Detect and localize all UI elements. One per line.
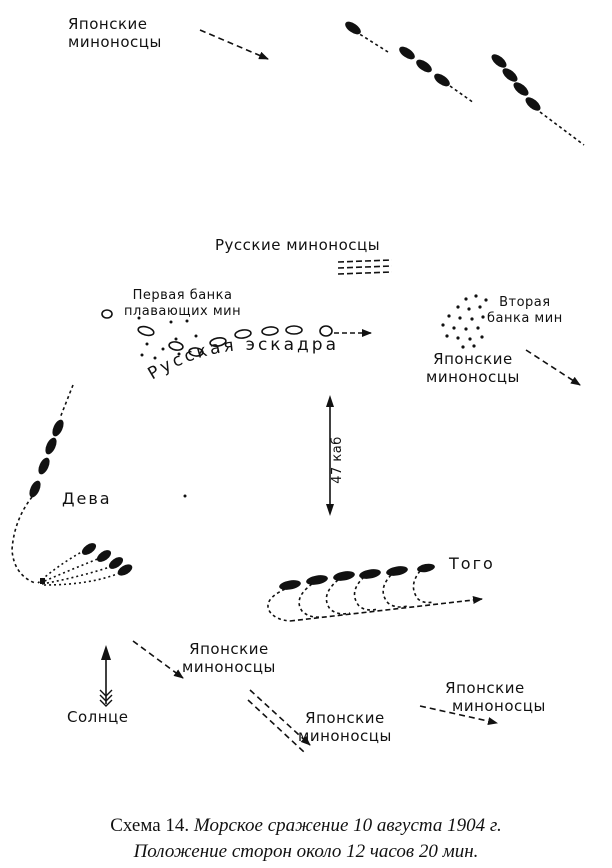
small-dot: [183, 494, 187, 498]
label-line: миноносцы: [182, 658, 276, 676]
jap-tb-1-arrow: [199, 29, 269, 60]
russian-ship: [168, 341, 184, 351]
russian-ship: [234, 329, 252, 339]
caption-line-1: Схема 14. Морское сражение 10 августа 19…: [0, 815, 612, 837]
label-line: миноносцы: [68, 33, 162, 51]
japanese-ship: [333, 571, 355, 581]
japanese-ship: [29, 480, 41, 498]
japanese-ship: [434, 73, 450, 87]
jap-tb-3-arrow: [132, 640, 184, 679]
japanese-ship: [96, 550, 112, 562]
label-russian-squadron-svg: Русская эскадра: [144, 335, 338, 384]
label-russian-torpedo-boats: Русские миноносцы: [215, 236, 381, 254]
label-jap-tb-4: Японские миноносцы: [298, 709, 392, 745]
japanese-ship: [81, 543, 97, 555]
japanese-ship: [513, 82, 529, 96]
label-line: Японские: [433, 350, 513, 368]
label-line: миноносцы: [298, 727, 392, 745]
japanese-ship: [359, 569, 381, 579]
label-sun: Солнце: [67, 708, 129, 726]
japanese-ship: [345, 21, 361, 35]
russian-squadron: [101, 309, 372, 357]
deva-column: [11, 384, 133, 586]
japanese-ship: [45, 437, 57, 455]
label-distance: 47 каб: [329, 436, 345, 484]
japanese-ship: [399, 46, 415, 60]
russian-ship: [101, 309, 113, 319]
label-line: Японские: [305, 709, 385, 727]
russian-ship: [188, 347, 204, 357]
label-deva: Дева: [62, 489, 112, 508]
jap-tb-4-arrows: [247, 689, 311, 753]
japanese-ship: [38, 457, 50, 475]
caption-number: Схема 14.: [110, 815, 190, 836]
japanese-ship: [117, 564, 133, 576]
label-togo: Того: [449, 554, 495, 573]
label-jap-tb-5: Японские миноносцы: [424, 679, 546, 715]
label-second-minefield: Вторая банка мин: [487, 295, 563, 327]
label-russian-squadron-text: Русская эскадра: [144, 335, 335, 384]
label-line: банка мин: [487, 311, 563, 326]
russian-ship: [261, 326, 279, 336]
second-minefield: [441, 294, 488, 349]
label-line: Японские: [68, 15, 148, 33]
japanese-ship: [386, 566, 408, 576]
japanese-ship: [525, 97, 541, 111]
japanese-column-north-2: [491, 54, 585, 146]
label-russian-squadron: Русская эскадра: [144, 335, 338, 384]
japanese-ship: [416, 59, 432, 73]
japanese-ship: [417, 563, 435, 573]
label-first-minefield: Первая банка плавающих мин: [124, 288, 241, 320]
togo-column: [267, 563, 483, 622]
russian-torpedo-boats: [337, 259, 393, 275]
japanese-ship: [491, 54, 507, 68]
japanese-ship: [306, 575, 328, 585]
distance-arrow-bottom: [326, 504, 334, 516]
japanese-ship: [279, 580, 301, 590]
japanese-ship: [108, 557, 124, 569]
japanese-column-north-1: [345, 21, 475, 104]
distance-arrow-top: [326, 395, 334, 407]
caption-title: Морское сражение 10 августа 1904 г.: [193, 815, 502, 836]
japanese-ship: [502, 68, 518, 82]
russian-ship: [137, 325, 155, 337]
sun-arrow: [99, 645, 113, 707]
japanese-ship: [52, 419, 64, 437]
label-line: Вторая: [499, 295, 551, 310]
label-jap-tb-1: Японские миноносцы: [68, 15, 162, 51]
russian-ship: [209, 337, 227, 347]
jap-tb-5-arrow: [419, 705, 498, 725]
label-jap-tb-3: Японские миноносцы: [182, 640, 276, 676]
first-minefield: [137, 316, 198, 360]
russian-ship: [285, 325, 303, 335]
label-jap-tb-2: Японские миноносцы: [426, 350, 520, 386]
label-line: плавающих мин: [124, 304, 242, 319]
label-line: миноносцы: [426, 368, 520, 386]
label-line: Первая банка: [132, 288, 233, 303]
label-line: миноносцы: [452, 697, 546, 715]
caption-subtitle: Положение сторон около 12 часов 20 мин.: [133, 841, 479, 862]
label-line: Японские: [445, 679, 525, 697]
russian-ship: [319, 325, 333, 337]
label-line: Японские: [189, 640, 269, 658]
jap-tb-2-arrow: [525, 349, 581, 386]
